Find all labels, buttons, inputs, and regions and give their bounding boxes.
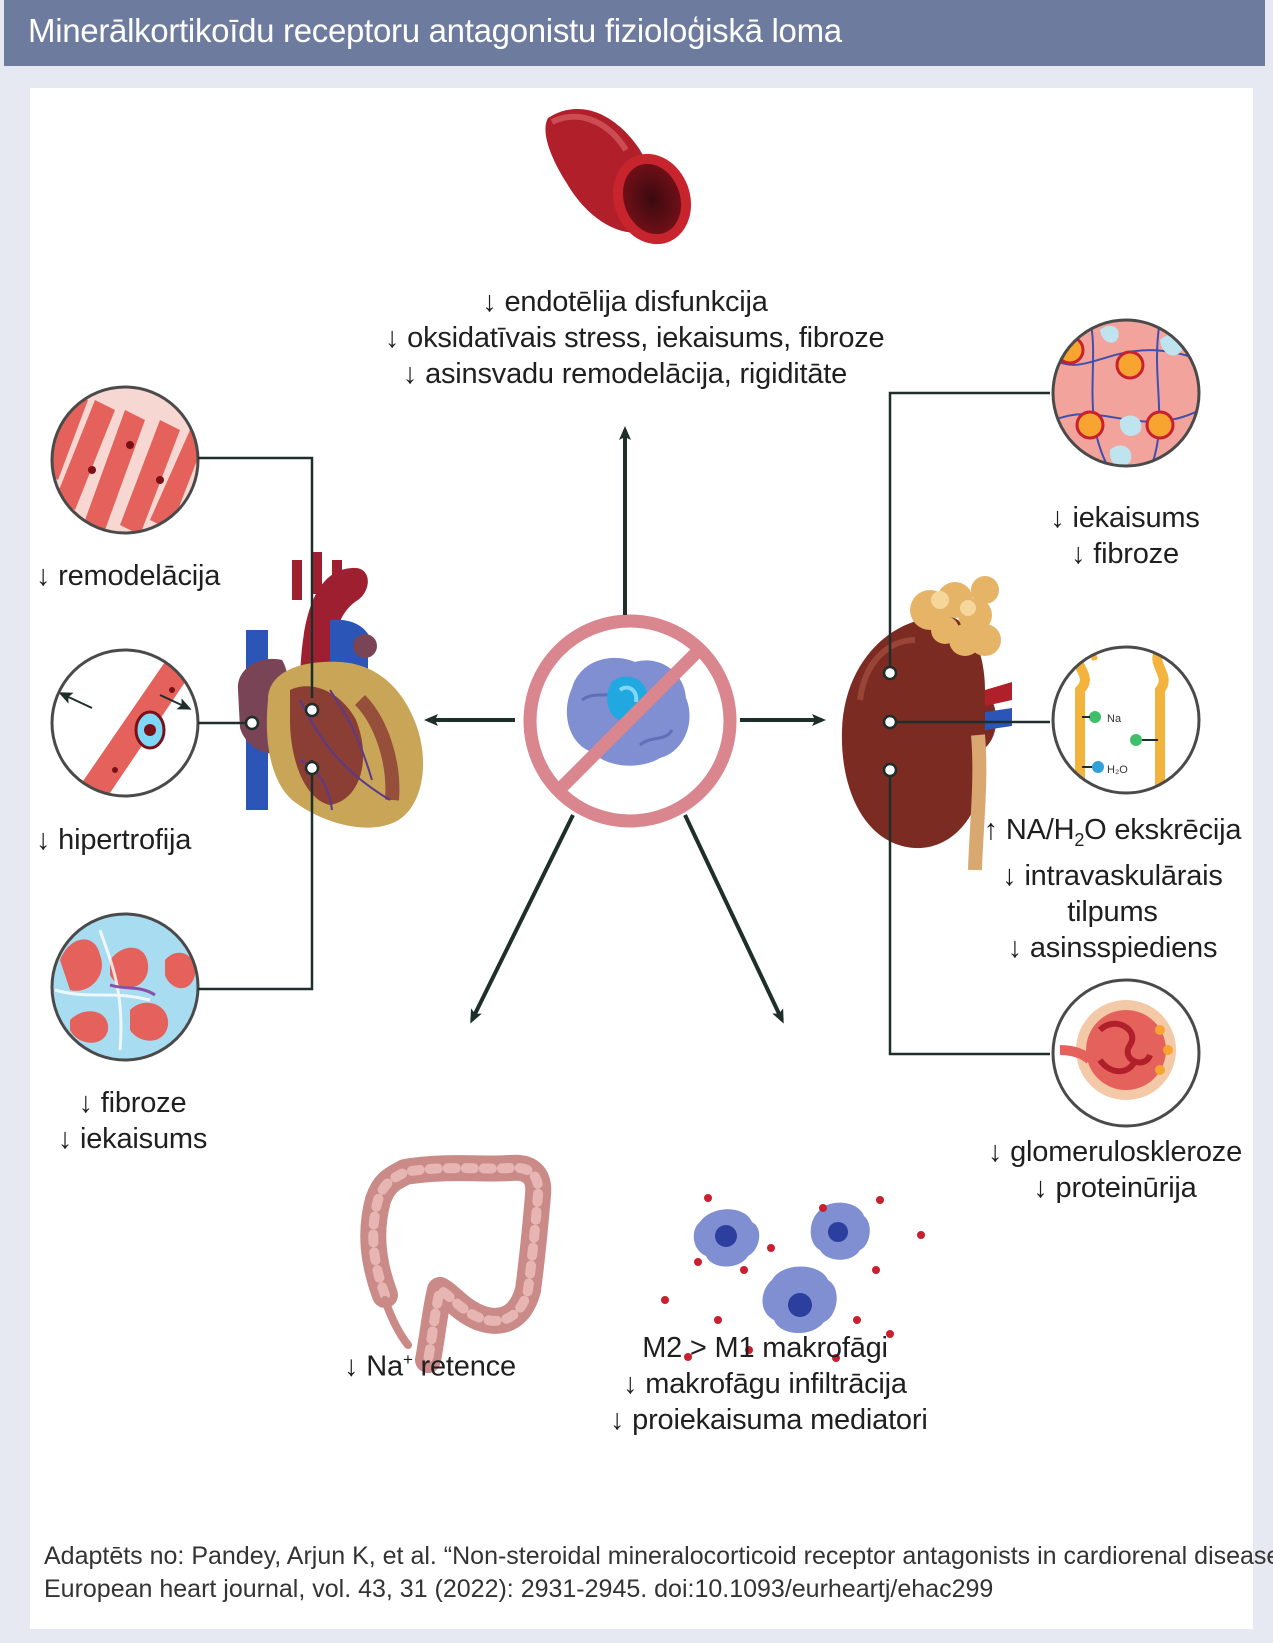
tubule-excretion-circle [1051, 645, 1201, 795]
kidney-bottom-line-1: ↓ glomeruloskleroze [987, 1136, 1243, 1168]
colon-suffix: retence [412, 1350, 517, 1383]
source-citation: Adaptēts no: Pandey, Arjun K, et al. “No… [44, 1540, 1273, 1606]
heart-icon [237, 552, 424, 828]
heart-fibrosis-line-1: ↓ fibroze [78, 1087, 187, 1119]
kidney-top-line-2: ↓ fibroze [1071, 538, 1179, 570]
colon-sodium-label: ↓ Na+ retence [340, 1342, 520, 1385]
kidney-mid-line-3: ↓ asinsspiediens [1007, 931, 1218, 964]
heart-fibrosis-label: ↓ fibroze ↓ iekaisums [20, 1085, 245, 1157]
tubule-water-label: H₂O [1107, 764, 1128, 776]
myocardium-remodeling-circle [50, 385, 200, 535]
heart-remodeling-label: ↓ remodelācija [36, 560, 221, 592]
vessel-effect-1: ↓ endotēlija disfunkcija [482, 286, 768, 318]
colon-prefix: ↓ Na [344, 1350, 403, 1383]
macrophage-line-2: ↓ makrofāgu infiltrācija [623, 1368, 907, 1400]
tubule-na-label: Na [1107, 713, 1122, 725]
vessel-effect-2: ↓ oksidatīvais stress, iekaisums, fibroz… [385, 322, 885, 354]
colon-icon [360, 1154, 552, 1373]
kidney-bottom-line-2: ↓ proteinūrija [1033, 1172, 1197, 1204]
kidney-mid-line-2: tilpums [1067, 895, 1158, 928]
source-line-1: Adaptēts no: Pandey, Arjun K, et al. “No… [44, 1542, 1273, 1570]
cardiac-fibrosis-circle [50, 912, 200, 1062]
heart-hypertrophy-label: ↓ hipertrofija [36, 824, 192, 856]
macrophage-effects: M2 > M1 makrofāgi ↓ makrofāgu infiltrāci… [610, 1330, 928, 1438]
excretion-prefix: ↑ NA/H [983, 814, 1075, 846]
blood-vessel-icon [545, 108, 692, 245]
kidney-excretion-label: ↑ NA/H2O ekskrēcija ↓ intravaskulārais t… [980, 812, 1245, 966]
vessel-effect-3: ↓ asinsvadu remodelācija, rigiditāte [402, 358, 848, 390]
diagram-panel [30, 88, 1253, 1629]
adrenal-gland-icon [910, 576, 1001, 656]
kidney-icon [841, 576, 1012, 871]
myocyte-hypertrophy-circle [50, 648, 200, 798]
macrophage-line-1: M2 > M1 makrofāgi [642, 1332, 888, 1364]
connector-lines [198, 391, 1050, 1056]
kidney-excretion-line: ↑ NA/H2O ekskrēcija [980, 812, 1245, 858]
title-bar: Minerālkortikoīdu receptoru antagonistu … [4, 0, 1265, 66]
glomerulus-circle [1051, 978, 1201, 1128]
mr-antagonist-symbol [523, 614, 737, 828]
macrophage-line-3: ↓ proiekaisuma mediatori [610, 1404, 928, 1436]
colon-superscript: + [402, 1350, 413, 1369]
effect-arrows [424, 426, 826, 1024]
kidney-glomerular-label: ↓ glomeruloskleroze ↓ proteinūrija [985, 1134, 1245, 1206]
kidney-inflammation-label: ↓ iekaisums ↓ fibroze [1010, 500, 1240, 572]
excretion-suffix: O ekskrēcija [1084, 814, 1242, 846]
excretion-subscript: 2 [1074, 829, 1085, 850]
renal-inflammation-circle [1051, 318, 1201, 468]
source-line-2: European heart journal, vol. 43, 31 (202… [44, 1575, 994, 1603]
figure-title: Minerālkortikoīdu receptoru antagonistu … [28, 12, 842, 49]
connector-dots [244, 665, 898, 778]
heart-fibrosis-line-2: ↓ iekaisums [57, 1123, 208, 1155]
vessel-effects: ↓ endotēlija disfunkcija ↓ oksidatīvais … [385, 284, 885, 392]
kidney-top-line-1: ↓ iekaisums [1050, 502, 1200, 534]
macrophage-cluster-icon [661, 1194, 925, 1362]
kidney-mid-line-1: ↓ intravaskulārais [1002, 859, 1223, 892]
